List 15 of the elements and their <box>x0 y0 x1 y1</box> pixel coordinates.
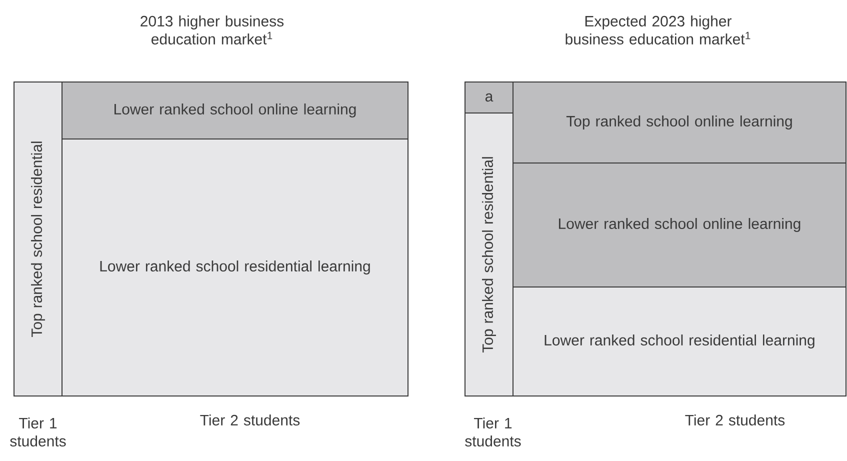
axis-label: Tier 1 students <box>10 417 66 446</box>
axis-cell: Top ranked school residential <box>14 82 63 396</box>
label-cell: Lower ranked school online learning <box>512 162 846 288</box>
axis-label: Tier 1 students <box>465 417 521 446</box>
node-label: Lower ranked school residential learning <box>544 334 814 348</box>
axis-label: Tier 2 students <box>200 414 300 426</box>
chart-title: 2013 higher business education market$^{1}$ <box>140 16 284 44</box>
label-cell: Top ranked school online learning <box>512 82 846 164</box>
label-cell: a <box>464 82 514 114</box>
node-label: Lower ranked school online learning <box>558 218 800 232</box>
node-label: Top ranked school online learning <box>566 116 792 130</box>
axis-label: Tier 2 students <box>685 414 785 426</box>
label-cell: Lower ranked school online learning <box>62 82 408 140</box>
axis-cell: Top ranked school residential <box>464 112 514 396</box>
chart-title: Expected 2023 higher business education market$^{1}$ <box>566 16 750 44</box>
